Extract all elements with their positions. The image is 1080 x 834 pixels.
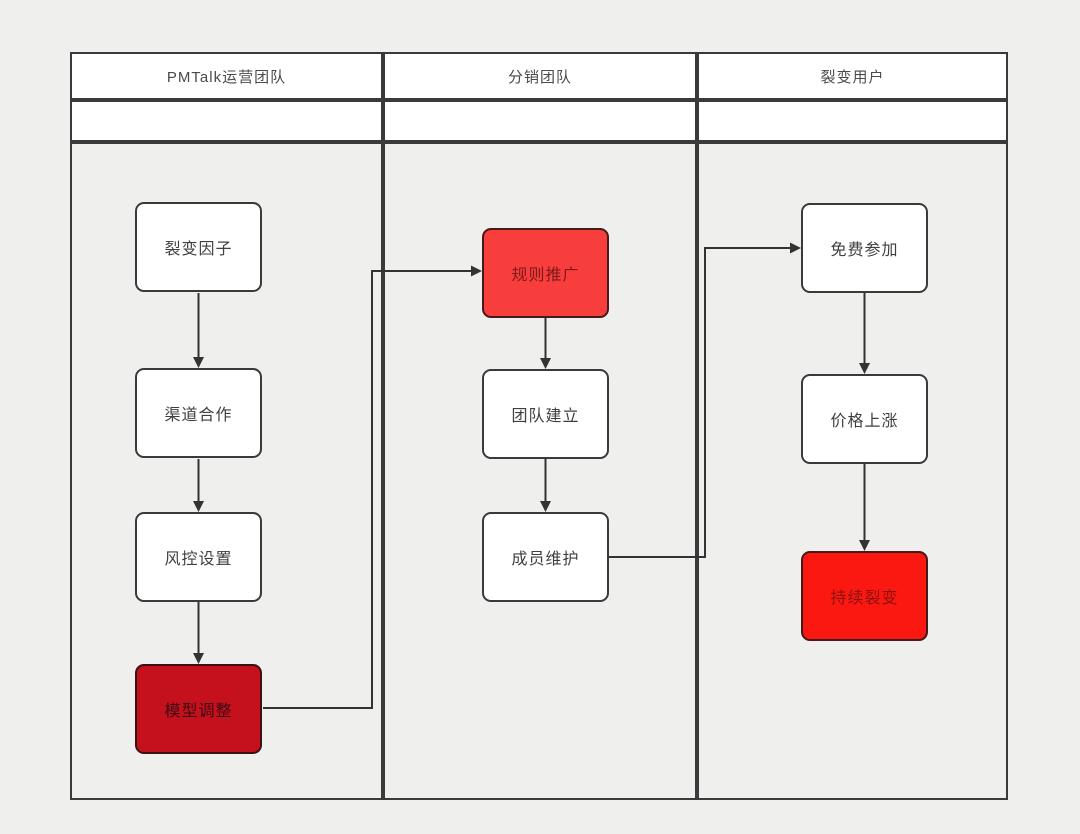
lane-subrow-3 [697, 100, 1008, 142]
node-rule-promotion: 规则推广 [482, 228, 609, 318]
node-channel-cooperation: 渠道合作 [135, 368, 262, 458]
lane-subrow-1 [70, 100, 383, 142]
lane-subrow-2 [383, 100, 697, 142]
node-model-adjustment: 模型调整 [135, 664, 262, 754]
lane-header-pmtalk-ops-team: PMTalk运营团队 [70, 52, 383, 100]
node-continuous-fission: 持续裂变 [801, 551, 928, 641]
node-fission-factor: 裂变因子 [135, 202, 262, 292]
node-member-maintenance: 成员维护 [482, 512, 609, 602]
lane-header-fission-users: 裂变用户 [697, 52, 1008, 100]
node-risk-control-setup: 风控设置 [135, 512, 262, 602]
lane-header-distribution-team: 分销团队 [383, 52, 697, 100]
node-team-building: 团队建立 [482, 369, 609, 459]
node-price-increase: 价格上涨 [801, 374, 928, 464]
node-free-participation: 免费参加 [801, 203, 928, 293]
